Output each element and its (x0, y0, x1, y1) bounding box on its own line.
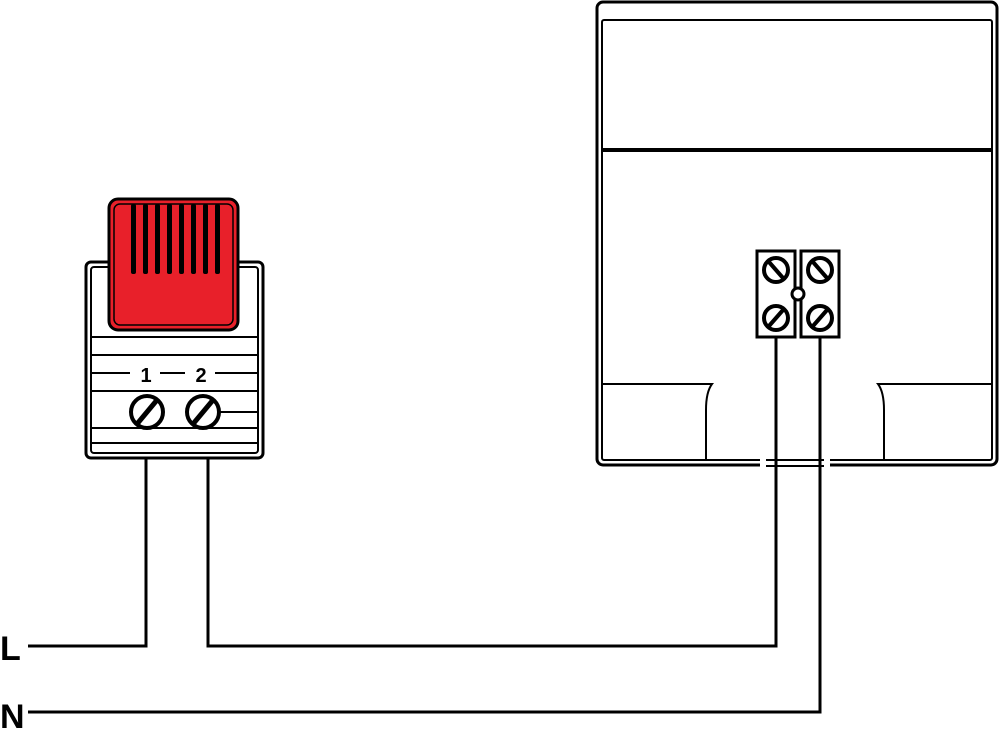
label-neutral-N: N (0, 698, 25, 730)
label-line-L: L (0, 630, 21, 668)
terminal-label-1: 1 (140, 365, 151, 387)
screw-terminal-icon (806, 304, 834, 332)
screw-terminal-icon (185, 394, 221, 430)
wire-line-to-terminal-1 (28, 458, 148, 648)
screw-terminal-icon (806, 256, 834, 284)
heater-bracket-left (602, 383, 714, 460)
heater-bracket-right (876, 383, 992, 460)
wire-neutral-to-heater (28, 337, 822, 714)
heater-housing (595, 0, 999, 467)
heater-inner-frame (601, 19, 993, 461)
thermostat-knob (107, 197, 240, 332)
heater-unit (595, 0, 999, 469)
knob-grip (131, 204, 220, 274)
thermostat: 1 2 (84, 197, 265, 460)
terminal-label-2: 2 (195, 365, 206, 387)
screw-terminal-icon (762, 256, 790, 284)
heater-terminal-block (755, 249, 841, 339)
thermostat-terminal-area (91, 336, 258, 444)
screw-terminal-icon (762, 304, 790, 332)
wire-terminal-2-to-heater (206, 337, 778, 648)
screw-terminal-icon (129, 394, 165, 430)
wires (28, 337, 822, 714)
